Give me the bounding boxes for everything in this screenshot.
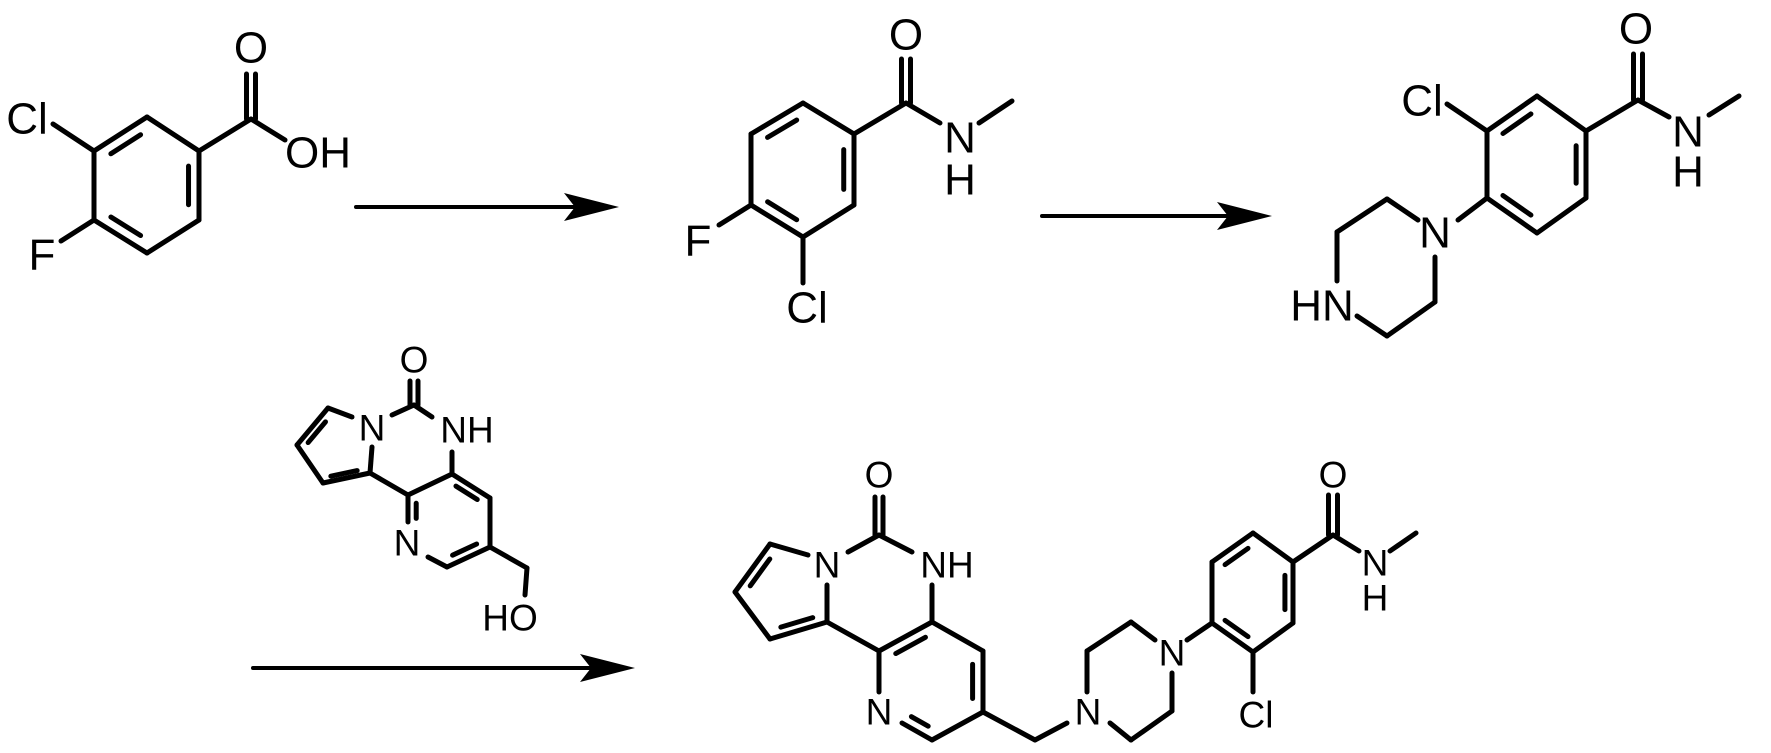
bond	[1333, 535, 1359, 551]
bond	[1253, 623, 1293, 652]
atom-label-nh: NH	[440, 410, 493, 451]
atom-label-cl: Cl	[1239, 695, 1274, 736]
bond	[1253, 533, 1293, 562]
bond	[408, 474, 452, 495]
atom-label-cl: Cl	[1401, 77, 1443, 126]
bond	[1131, 622, 1155, 640]
bond	[1586, 100, 1638, 131]
atom-label-nh: NH	[920, 545, 973, 586]
atom-label-piperazine-hn: HN	[1290, 282, 1354, 331]
reaction-arrow-3	[253, 654, 635, 682]
bond	[147, 117, 199, 151]
molecule-3-chloro-4-fluorobenzoic-acid: Cl F O OH	[6, 24, 351, 280]
bond	[770, 622, 827, 639]
bond	[1387, 302, 1435, 336]
bond	[854, 103, 906, 134]
bond	[932, 712, 983, 740]
bond	[1357, 316, 1387, 336]
bond	[1035, 723, 1067, 740]
atom-label-h: H	[1672, 148, 1704, 197]
bond	[297, 445, 323, 483]
bond	[490, 547, 527, 568]
atom-label-o: O	[889, 11, 923, 60]
atom-label-amide-o: O	[1319, 455, 1348, 496]
bond	[1131, 711, 1172, 740]
bond	[1337, 199, 1387, 232]
atom-label-h: H	[944, 156, 976, 205]
bond	[1110, 723, 1131, 740]
bond	[1390, 533, 1416, 551]
atom-label-cl: Cl	[786, 284, 828, 333]
bond	[803, 205, 854, 237]
atom-label-o: O	[234, 24, 268, 73]
bond	[1458, 198, 1487, 220]
bond	[1087, 622, 1131, 651]
bond	[53, 124, 94, 151]
double-bond-line	[911, 717, 928, 727]
bond	[1537, 198, 1586, 233]
atom-label-pyridine-n: N	[394, 523, 421, 564]
bond	[392, 405, 414, 415]
top-row: Cl F O OH F Cl O N H Cl O N H N HN	[6, 5, 1739, 337]
bond	[848, 535, 879, 552]
reaction-arrow-2	[1042, 202, 1272, 230]
atom-label-amide-h: H	[1362, 578, 1389, 619]
bond	[1537, 96, 1586, 131]
atom-label-cl: Cl	[6, 95, 48, 144]
bond	[147, 220, 199, 253]
bond	[1387, 199, 1418, 220]
bond	[803, 103, 854, 134]
bond	[1709, 96, 1739, 115]
atom-label-f: F	[29, 231, 56, 280]
bond	[1638, 100, 1669, 117]
molecule-intermediate-1: F Cl O N H	[685, 11, 1012, 333]
atom-label-o: O	[865, 455, 894, 496]
atom-label-o: O	[400, 340, 429, 381]
reaction-arrows	[253, 193, 1272, 682]
atom-label-n: N	[814, 545, 841, 586]
bond	[1447, 104, 1487, 131]
bottom-row: O N NH N HO O N NH N N N Cl O N H	[297, 340, 1416, 741]
bond	[906, 103, 940, 123]
bond	[428, 557, 447, 567]
bond	[983, 712, 1035, 740]
atom-label-piperazine-n1: N	[1075, 692, 1102, 733]
atom-label-ho: HO	[482, 598, 538, 639]
bond	[735, 592, 770, 639]
bond	[719, 205, 751, 225]
bond	[199, 119, 251, 151]
bond	[370, 447, 372, 473]
bond	[979, 101, 1012, 123]
bond	[770, 544, 808, 555]
molecule-reagent: O N NH N HO	[297, 340, 538, 639]
bond	[525, 568, 527, 595]
atom-label-f: F	[685, 217, 712, 266]
molecule-intermediate-2: Cl O N H N HN	[1290, 5, 1739, 337]
atom-label-piperazine-n: N	[1419, 209, 1451, 258]
atom-label-o: O	[1619, 5, 1653, 54]
bond	[1293, 535, 1333, 562]
bond	[61, 220, 94, 241]
molecule-product: O N NH N N N Cl O N H	[735, 455, 1416, 741]
atom-label-piperazine-n2: N	[1159, 633, 1186, 674]
bond	[932, 622, 983, 651]
bond	[827, 622, 879, 651]
bond	[1187, 623, 1212, 640]
bond	[328, 408, 352, 417]
bond	[370, 473, 408, 495]
atom-label-pyridine-n: N	[866, 692, 893, 733]
bond	[251, 119, 285, 140]
atom-label-n: N	[359, 408, 386, 449]
reaction-arrow-1	[356, 193, 619, 221]
bond	[414, 405, 432, 417]
bond	[879, 535, 912, 552]
atom-label-oh: OH	[285, 129, 351, 178]
